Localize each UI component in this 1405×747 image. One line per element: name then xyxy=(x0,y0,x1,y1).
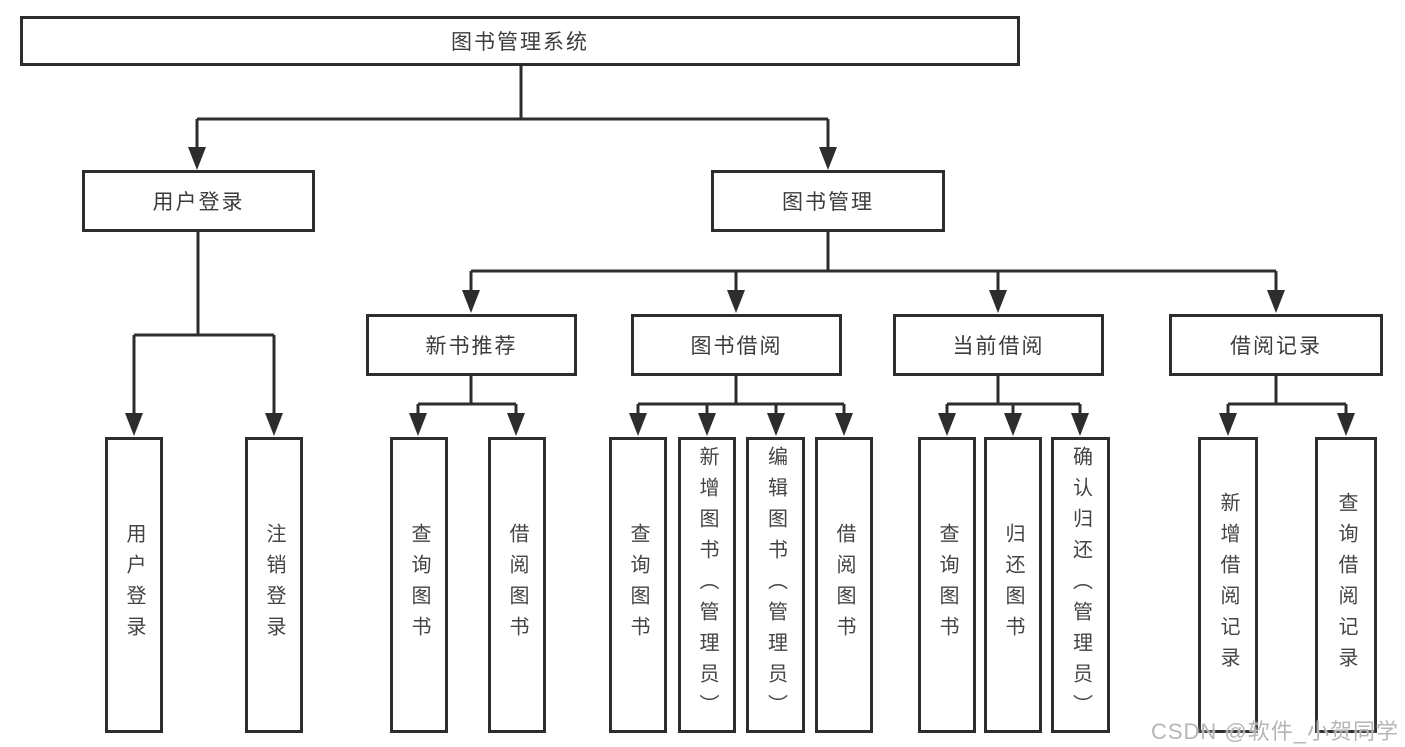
arrowhead-down-icon xyxy=(819,147,837,170)
arrowhead-down-icon xyxy=(462,290,480,313)
node-label: 借阅图书 xyxy=(833,523,855,647)
arrowhead-down-icon xyxy=(1004,413,1022,436)
node-label: 查询图书 xyxy=(936,523,958,647)
arrowhead-down-icon xyxy=(409,413,427,436)
node-label: 查询图书 xyxy=(627,523,649,647)
node-label: 用户登录 xyxy=(123,523,145,647)
node-label: 新增图书（管理员） xyxy=(696,445,718,725)
leaf-logout: 注销登录 xyxy=(245,437,303,733)
leaf-borrow-books-recommend: 借阅图书 xyxy=(488,437,546,733)
node-new-book-recommendation: 新书推荐 xyxy=(366,314,577,376)
node-borrowing-records: 借阅记录 xyxy=(1169,314,1383,376)
arrowhead-down-icon xyxy=(629,413,647,436)
leaf-query-books-current: 查询图书 xyxy=(918,437,976,733)
arrowhead-down-icon xyxy=(188,147,206,170)
node-label: 归还图书 xyxy=(1002,523,1024,647)
node-label: 用户登录 xyxy=(152,191,245,214)
node-label: 新书推荐 xyxy=(425,335,518,358)
node-current-borrowing: 当前借阅 xyxy=(893,314,1104,376)
node-label: 注销登录 xyxy=(263,523,285,647)
arrowhead-down-icon xyxy=(767,413,785,436)
arrowhead-down-icon xyxy=(125,413,143,436)
arrowhead-down-icon xyxy=(1337,413,1355,436)
arrowhead-down-icon xyxy=(938,413,956,436)
node-label: 查询图书 xyxy=(408,523,430,647)
arrowhead-down-icon xyxy=(698,413,716,436)
leaf-borrow-books-borrowing: 借阅图书 xyxy=(815,437,873,733)
node-label: 当前借阅 xyxy=(952,335,1045,358)
node-label: 编辑图书（管理员） xyxy=(764,445,787,725)
arrowhead-down-icon xyxy=(1267,290,1285,313)
node-label: 借阅记录 xyxy=(1230,335,1322,358)
arrowhead-down-icon xyxy=(507,413,525,436)
node-root: 图书管理系统 xyxy=(20,16,1020,66)
arrowhead-down-icon xyxy=(1071,413,1089,436)
node-label: 图书管理系统 xyxy=(451,31,589,54)
arrowhead-down-icon xyxy=(835,413,853,436)
leaf-add-book-admin: 新增图书（管理员） xyxy=(678,437,736,733)
node-book-borrowing: 图书借阅 xyxy=(631,314,842,376)
node-label: 查询借阅记录 xyxy=(1335,492,1357,678)
node-label: 图书借阅 xyxy=(690,335,783,358)
watermark: CSDN @软件_小贺同学 xyxy=(1150,719,1399,744)
node-user-login: 用户登录 xyxy=(82,170,315,232)
arrowhead-down-icon xyxy=(989,290,1007,313)
arrowhead-down-icon xyxy=(1219,413,1237,436)
leaf-confirm-return-admin: 确认归还（管理员） xyxy=(1051,437,1110,733)
leaf-add-borrow-record: 新增借阅记录 xyxy=(1198,437,1258,733)
leaf-query-books-recommend: 查询图书 xyxy=(390,437,448,733)
leaf-user-login: 用户登录 xyxy=(105,437,163,733)
node-label: 借阅图书 xyxy=(506,523,528,647)
arrowhead-down-icon xyxy=(727,290,745,313)
leaf-query-books-borrowing: 查询图书 xyxy=(609,437,667,733)
node-label: 图书管理 xyxy=(782,191,874,214)
node-book-management: 图书管理 xyxy=(711,170,945,232)
leaf-edit-book-admin: 编辑图书（管理员） xyxy=(746,437,805,733)
arrowhead-down-icon xyxy=(265,413,283,436)
node-label: 确认归还（管理员） xyxy=(1069,445,1092,725)
node-label: 新增借阅记录 xyxy=(1217,492,1239,678)
leaf-return-books: 归还图书 xyxy=(984,437,1042,733)
leaf-query-borrow-record: 查询借阅记录 xyxy=(1315,437,1377,733)
